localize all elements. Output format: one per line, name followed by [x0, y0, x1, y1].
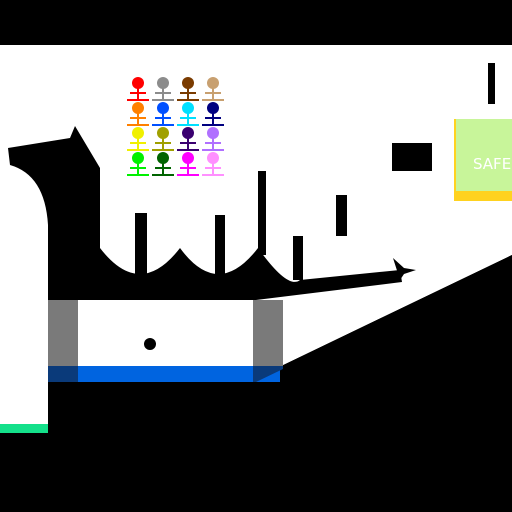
player-figure[interactable] — [152, 77, 174, 101]
safe-zone-label: SAFE — [473, 155, 511, 173]
safe-zone-base — [454, 191, 512, 201]
water-under-right-pillar — [253, 366, 283, 382]
safe-zone — [454, 119, 512, 191]
player-figure[interactable] — [127, 77, 149, 101]
ball — [144, 338, 156, 350]
player-arms — [130, 92, 146, 94]
terrain-spike — [393, 258, 416, 280]
player-arms — [180, 142, 196, 144]
player-feet — [152, 124, 174, 126]
player-head — [132, 77, 144, 89]
player-figure[interactable] — [202, 77, 224, 101]
pool-pillar-right — [253, 300, 283, 367]
player-figure[interactable] — [152, 127, 174, 151]
water-under-left-pillar — [48, 366, 78, 382]
player-feet — [127, 149, 149, 151]
player-arms — [205, 167, 221, 169]
post-1 — [135, 213, 147, 281]
player-head — [207, 77, 219, 89]
player-head — [132, 127, 144, 139]
player-figure[interactable] — [127, 152, 149, 176]
player-arms — [130, 142, 146, 144]
player-feet — [202, 149, 224, 151]
player-feet — [177, 174, 199, 176]
player-head — [157, 152, 169, 164]
player-feet — [152, 149, 174, 151]
player-feet — [127, 124, 149, 126]
player-feet — [127, 174, 149, 176]
player-head — [182, 77, 194, 89]
player-figure[interactable] — [127, 102, 149, 126]
player-figure[interactable] — [152, 102, 174, 126]
player-head — [132, 152, 144, 164]
player-arms — [130, 167, 146, 169]
player-figure[interactable] — [177, 77, 199, 101]
left-shaft — [0, 253, 48, 430]
player-feet — [202, 124, 224, 126]
player-arms — [180, 167, 196, 169]
player-arms — [155, 117, 171, 119]
player-head — [182, 102, 194, 114]
player-figure[interactable] — [152, 152, 174, 176]
player-figure[interactable] — [177, 152, 199, 176]
terrain-body — [8, 126, 402, 300]
player-figure[interactable] — [202, 127, 224, 151]
player-feet — [152, 174, 174, 176]
player-figure[interactable] — [177, 102, 199, 126]
post-5 — [336, 195, 347, 236]
player-feet — [127, 99, 149, 101]
player-arms — [205, 142, 221, 144]
post-3 — [258, 171, 266, 255]
player-arms — [155, 167, 171, 169]
player-head — [207, 127, 219, 139]
player-feet — [177, 149, 199, 151]
player-feet — [202, 99, 224, 101]
water-pool — [48, 366, 280, 382]
start-pad — [0, 424, 48, 433]
floating-block — [392, 143, 432, 171]
player-head — [132, 102, 144, 114]
player-head — [182, 152, 194, 164]
player-head — [157, 102, 169, 114]
player-arms — [130, 117, 146, 119]
player-feet — [177, 124, 199, 126]
player-figure[interactable] — [127, 127, 149, 151]
player-feet — [152, 99, 174, 101]
player-figure[interactable] — [177, 127, 199, 151]
player-figure[interactable] — [202, 152, 224, 176]
player-grid — [127, 77, 224, 176]
player-head — [157, 77, 169, 89]
player-arms — [180, 117, 196, 119]
post-2 — [215, 215, 225, 281]
player-head — [207, 152, 219, 164]
player-feet — [202, 174, 224, 176]
player-arms — [155, 92, 171, 94]
player-feet — [177, 99, 199, 101]
player-head — [207, 102, 219, 114]
post-6 — [488, 63, 495, 104]
player-head — [157, 127, 169, 139]
player-arms — [180, 92, 196, 94]
safe-zone-edge — [454, 119, 456, 191]
player-figure[interactable] — [202, 102, 224, 126]
player-head — [182, 127, 194, 139]
ramp — [248, 255, 512, 512]
player-arms — [205, 92, 221, 94]
post-4 — [293, 236, 303, 280]
player-arms — [205, 117, 221, 119]
player-arms — [155, 142, 171, 144]
